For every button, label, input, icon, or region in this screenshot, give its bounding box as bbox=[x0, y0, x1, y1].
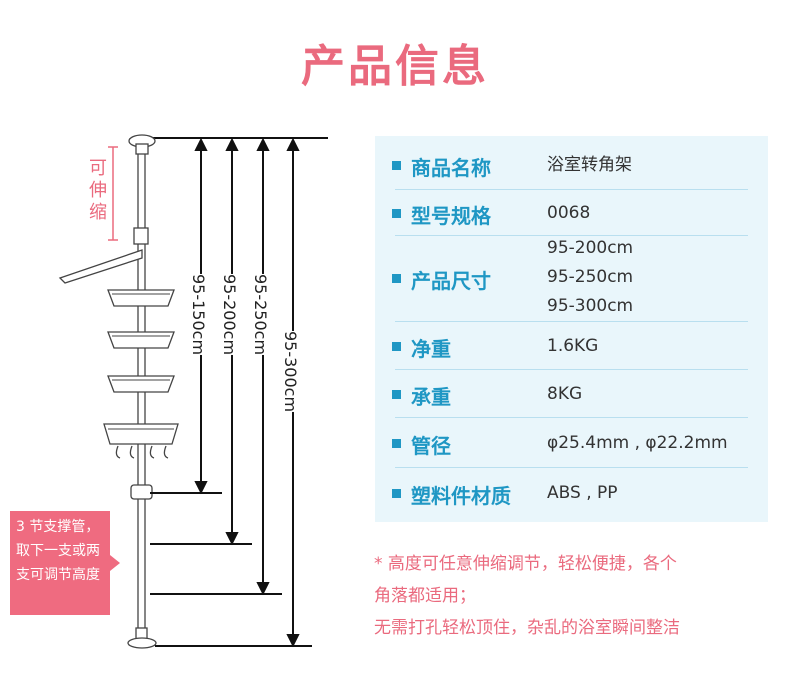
spec-table: 商品名称 浴室转角架 型号规格 0068 产品尺寸 95-200cm 95-25… bbox=[375, 136, 768, 522]
spec-key: 商品名称 bbox=[411, 156, 491, 180]
note-line-2: 角落都适用； bbox=[374, 586, 476, 606]
spec-value: 1.6KG bbox=[547, 336, 599, 356]
spec-key: 产品尺寸 bbox=[411, 269, 491, 293]
spec-row-name: 商品名称 浴室转角架 bbox=[375, 140, 768, 190]
spec-row-model: 型号规格 0068 bbox=[375, 190, 768, 236]
row-divider bbox=[395, 369, 748, 370]
note-line-1: * 高度可任意伸缩调节，轻松便捷，各个 bbox=[374, 554, 677, 574]
spec-value: 95-300cm bbox=[547, 296, 634, 316]
adjustable-label: 可伸缩 bbox=[89, 158, 107, 223]
note-line-3: 无需打孔轻松顶住，杂乱的浴室瞬间整洁 bbox=[374, 618, 680, 638]
row-divider bbox=[395, 235, 748, 236]
note-arrow-icon bbox=[110, 555, 120, 571]
tube-note: 3 节支撑管，取下一支或两支可调节高度 bbox=[10, 511, 110, 615]
row-divider bbox=[395, 189, 748, 190]
bullet-icon bbox=[392, 342, 401, 351]
spec-value: 95-250cm bbox=[547, 267, 634, 287]
spec-key: 管径 bbox=[411, 434, 451, 458]
dim-label-4: 95-300cm bbox=[279, 330, 303, 413]
spec-key: 承重 bbox=[411, 385, 451, 409]
spec-value: 95-200cm bbox=[547, 238, 634, 258]
spec-row-size: 产品尺寸 95-200cm 95-250cm 95-300cm bbox=[375, 236, 768, 322]
spec-key: 塑料件材质 bbox=[411, 484, 511, 508]
bullet-icon bbox=[392, 489, 401, 498]
spec-value: 0068 bbox=[547, 203, 591, 223]
dim-label-1: 95-150cm bbox=[187, 273, 211, 356]
spec-value: φ25.4mm , φ22.2mm bbox=[547, 433, 728, 453]
bullet-icon bbox=[392, 274, 401, 283]
spec-value: 浴室转角架 bbox=[547, 155, 632, 175]
row-divider bbox=[395, 321, 748, 322]
spec-row-material: 塑料件材质 ABS , PP bbox=[375, 468, 768, 518]
spec-row-tube: 管径 φ25.4mm , φ22.2mm bbox=[375, 418, 768, 468]
dim-label-3: 95-250cm bbox=[249, 273, 273, 356]
bullet-icon bbox=[392, 439, 401, 448]
row-divider bbox=[395, 467, 748, 468]
spec-key: 型号规格 bbox=[411, 204, 491, 228]
product-notes: * 高度可任意伸缩调节，轻松便捷，各个 角落都适用； 无需打孔轻松顶住，杂乱的浴… bbox=[374, 548, 774, 644]
dim-label-2: 95-200cm bbox=[218, 273, 242, 356]
spec-value: ABS , PP bbox=[547, 483, 618, 503]
spec-key: 净重 bbox=[411, 337, 451, 361]
spec-row-net-weight: 净重 1.6KG bbox=[375, 322, 768, 370]
row-divider bbox=[395, 417, 748, 418]
bullet-icon bbox=[392, 161, 401, 170]
spec-value: 8KG bbox=[547, 384, 583, 404]
product-diagram: 可伸缩 95-150cm 95-200cm 95-250cm 95-300cm … bbox=[0, 0, 370, 681]
bullet-icon bbox=[392, 209, 401, 218]
bullet-icon bbox=[392, 390, 401, 399]
page-title: 产品信息 bbox=[301, 41, 489, 92]
spec-row-load: 承重 8KG bbox=[375, 370, 768, 418]
